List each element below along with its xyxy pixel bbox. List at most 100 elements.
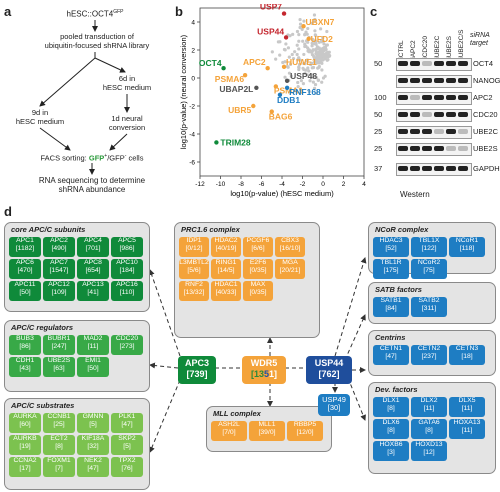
- background-point: [312, 54, 316, 59]
- tile-count: [13/32]: [183, 289, 205, 296]
- wb-band: [446, 112, 456, 117]
- background-point: [314, 91, 318, 95]
- tile-name: BUBR1: [47, 335, 71, 342]
- flow-9d: 9d in hESC medium: [15, 108, 65, 126]
- wb-band: [410, 61, 420, 66]
- tile-count: [109]: [51, 289, 67, 296]
- tile-name: TBL1X: [418, 237, 440, 244]
- wb-band: [398, 78, 408, 83]
- background-point: [297, 62, 302, 67]
- wb-band: [410, 78, 420, 83]
- wb-band: [446, 129, 456, 134]
- wb-band: [458, 95, 468, 100]
- background-point: [311, 48, 315, 52]
- point-oct4: [221, 66, 226, 71]
- point-label-ufd2: UFD2: [311, 34, 333, 44]
- tile-ccna2: CCNA2[17]: [9, 457, 41, 477]
- background-point: [310, 21, 314, 25]
- tile-count: [654]: [85, 267, 101, 274]
- background-point: [301, 81, 306, 86]
- tile-count: [16/10]: [279, 245, 301, 252]
- tile-gmnn: GMNN[5]: [77, 413, 109, 433]
- background-point: [315, 56, 319, 60]
- tile-count: [63]: [53, 365, 65, 372]
- tile-name: APC5: [118, 237, 136, 244]
- tile-name: CCNA2: [13, 457, 37, 464]
- y-tick-label-2: 0: [191, 76, 195, 83]
- background-point: [316, 61, 320, 65]
- flow-facs: FACS sorting: GFP+/GFP- cells: [40, 153, 144, 163]
- background-point: [310, 66, 314, 70]
- wb-band: [434, 129, 444, 134]
- point-ubap2l: [254, 85, 259, 91]
- group-title: PRC1.6 complex: [181, 225, 240, 234]
- wb-band: [398, 166, 408, 171]
- background-point: [284, 42, 288, 46]
- background-point: [293, 88, 297, 92]
- tile-name: PCGF6: [246, 237, 270, 244]
- group-title: MLL complex: [213, 409, 261, 418]
- x-tick-label-8: 4: [362, 181, 366, 188]
- tile-count: [110]: [119, 289, 135, 296]
- hub-usp49: USP49[30]: [318, 394, 350, 416]
- tile-apc11: APC11[50]: [9, 281, 41, 301]
- wb-protein-cdc20: CDC20: [473, 110, 498, 119]
- point-label-ddb1: DDB1: [277, 95, 300, 105]
- tile-name: APC12: [48, 281, 70, 288]
- tile-hoxd13: HOXD13[12]: [411, 441, 447, 461]
- hub-wdr5: WDR5[1351]: [242, 356, 286, 384]
- tile-name: APC4: [84, 237, 102, 244]
- background-point: [319, 57, 323, 61]
- wb-band: [410, 95, 420, 100]
- background-point: [295, 52, 299, 57]
- point-label-ubr5: UBR5: [228, 105, 251, 115]
- background-point: [305, 58, 309, 63]
- sirna-target-label: siRNA target: [470, 32, 490, 47]
- hub-name: USP49: [322, 395, 346, 404]
- point-label-ubxn7: UBXN7: [306, 17, 335, 27]
- tile-cdc20: CDC20[273]: [111, 335, 143, 355]
- tile-name: CETN1: [379, 345, 403, 352]
- x-tick-label-3: -6: [259, 181, 265, 188]
- tile-count: [40/33]: [215, 289, 237, 296]
- tile-name: NCoR1: [455, 237, 479, 244]
- wb-band: [434, 166, 444, 171]
- background-point: [297, 47, 301, 51]
- group-title: Centrins: [375, 333, 406, 342]
- tile-mad2: MAD2[11]: [77, 335, 109, 355]
- tile-count: [84]: [385, 305, 397, 312]
- point-trim28: [214, 140, 219, 145]
- tile-name: APC13: [82, 281, 104, 288]
- background-point: [315, 45, 320, 49]
- wb-band: [446, 61, 456, 66]
- tile-hdac1: HDAC1[40/33]: [211, 281, 241, 301]
- point-label-apc2: APC2: [243, 57, 266, 67]
- hub-count: [762]: [318, 369, 340, 379]
- tile-count: [18]: [461, 353, 473, 360]
- group-title: Dev. factors: [375, 385, 418, 394]
- background-point: [286, 65, 290, 69]
- hub-apc3: APC3[739]: [178, 356, 216, 384]
- tile-count: [11]: [461, 405, 473, 412]
- wb-band: [422, 112, 432, 117]
- background-point: [296, 84, 300, 89]
- background-point: [286, 46, 291, 50]
- tile-count: [0/35]: [249, 267, 267, 274]
- background-point: [298, 22, 303, 26]
- tile-tpx2: TPX2[76]: [111, 457, 143, 477]
- tile-name: MAD2: [83, 335, 103, 342]
- tile-dlx1: DLX1[8]: [373, 397, 409, 417]
- background-point: [278, 53, 282, 57]
- background-point: [320, 80, 324, 84]
- tile-ring1: RING1[14/5]: [211, 259, 241, 279]
- tile-count: [47]: [385, 353, 397, 360]
- tile-count: [1547]: [49, 267, 69, 274]
- background-point: [274, 57, 278, 61]
- background-point: [283, 48, 287, 52]
- point-label-huwe1: HUWE1: [286, 57, 317, 67]
- tile-name: APC7: [50, 259, 68, 266]
- tile-max: MAX[0/35]: [243, 281, 273, 301]
- tile-name: APC11: [14, 281, 36, 288]
- tile-name: DLX5: [458, 397, 476, 404]
